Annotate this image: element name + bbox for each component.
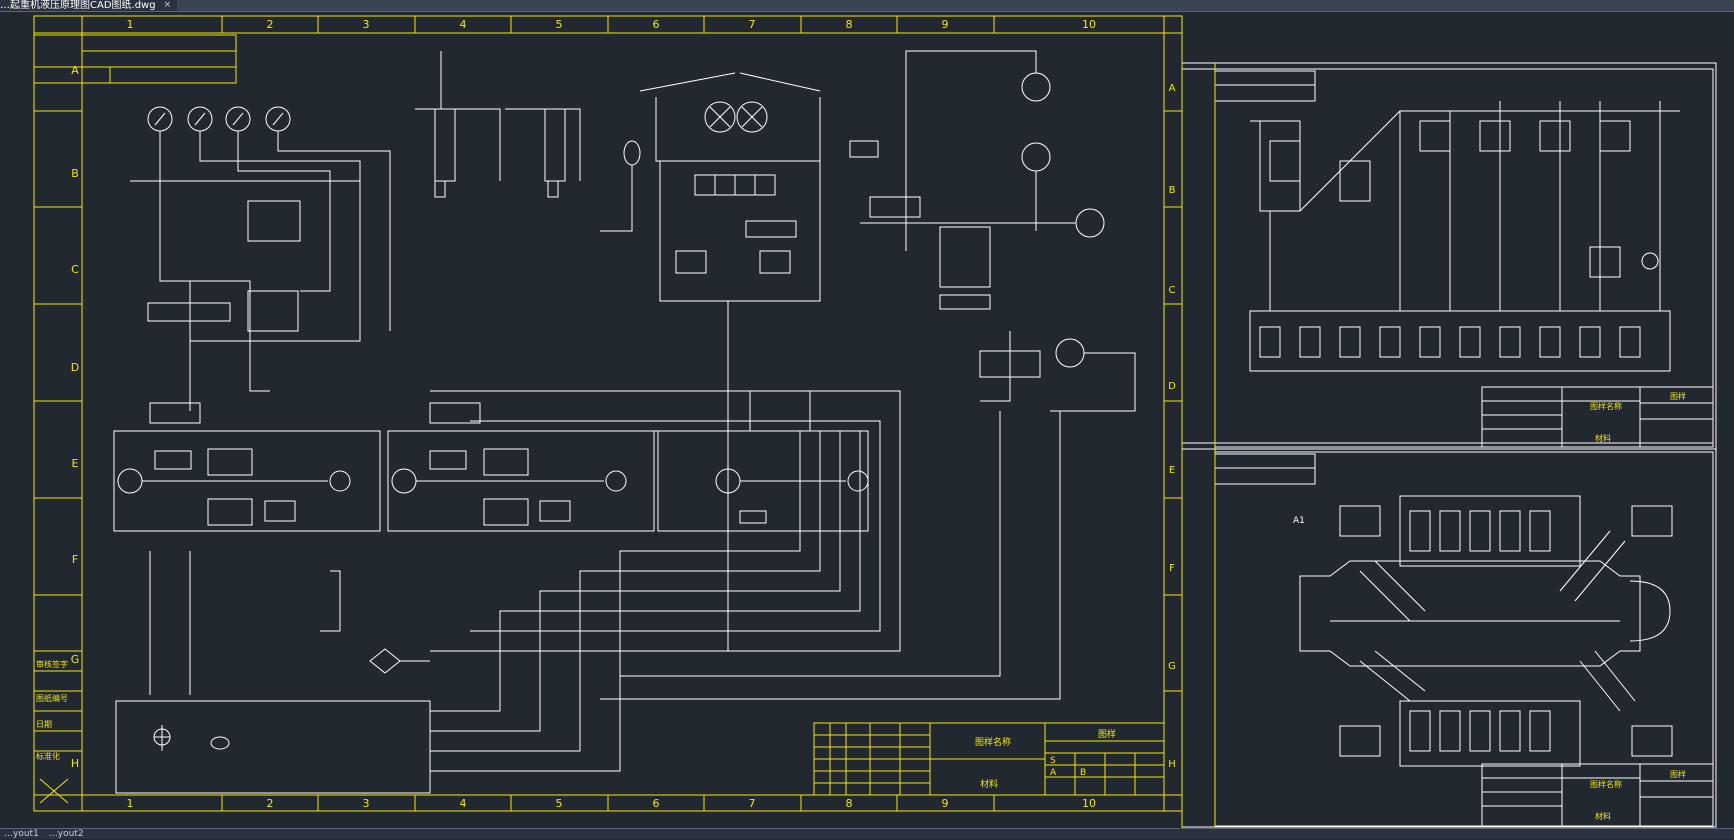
- tank-rectangle: [115, 700, 431, 794]
- sheet-top-right-title: 图样名称 材料 图样: [1590, 391, 1686, 443]
- sheet-bottom-right-frame: [1181, 449, 1216, 827]
- col-label: 9: [942, 18, 949, 31]
- col-label: 6: [653, 18, 660, 31]
- col-label: 10: [1082, 797, 1096, 810]
- title-code: 图样: [1670, 391, 1686, 401]
- col-label: 5: [556, 797, 563, 810]
- row-label: C: [1169, 285, 1176, 296]
- title-name: 图样名称: [1590, 401, 1622, 411]
- title-code: 图样: [1098, 728, 1116, 740]
- main-sheet-frame: [33, 15, 1183, 812]
- col-label: 8: [846, 797, 853, 810]
- layout-tab[interactable]: …yout2: [48, 829, 84, 839]
- sheet-bottom-right: [1181, 448, 1717, 828]
- row-label: G: [71, 653, 80, 666]
- col-label: 3: [363, 797, 370, 810]
- sheet-bottom-right-labels: A1: [1293, 516, 1305, 526]
- strip-label: 日期: [36, 720, 52, 729]
- col-label: 7: [749, 18, 756, 31]
- row-label: A: [71, 64, 79, 77]
- row-label: B: [1169, 185, 1176, 196]
- drawing-canvas[interactable]: 1 2 3 4 5 6 7 8 9 10 1 2 3 4 5 6 7 8 9 1…: [0, 11, 1734, 828]
- title-drawing-name: 图样名称: [975, 736, 1011, 748]
- row-label: D: [71, 361, 79, 374]
- strip-label: 标准化: [36, 751, 60, 761]
- col-label: 1: [127, 797, 134, 810]
- title-mark: S: [1050, 756, 1056, 766]
- layout-tab-bar: …yout1 …yout2: [0, 828, 1734, 839]
- row-dividers: [34, 110, 1182, 692]
- title-block-text: 图样名称 材料 图样 S A B: [975, 728, 1116, 790]
- sheet-bottom-right-rows: E F G H: [1168, 465, 1176, 770]
- row-label: B: [71, 167, 79, 180]
- col-label: 2: [267, 797, 274, 810]
- sheet-top-right-rows: A B C D: [1168, 83, 1176, 392]
- close-tab-icon[interactable]: ×: [163, 0, 172, 10]
- title-bar: …起重机液压原理图CAD图纸.dwg ×: [0, 0, 1734, 12]
- strip-label: 图纸编号: [36, 693, 68, 703]
- col-label: 3: [363, 18, 370, 31]
- col-label: 4: [460, 797, 467, 810]
- main-grid-labels: 1 2 3 4 5 6 7 8 9 10 1 2 3 4 5 6 7 8 9 1…: [71, 18, 1096, 810]
- column-dividers: [221, 16, 995, 811]
- layout-tab[interactable]: …yout1: [4, 829, 39, 839]
- sheet-bottom-right-title: 图样名称 材料 图样: [1590, 769, 1686, 821]
- col-label: 4: [460, 18, 467, 31]
- col-label: 8: [846, 18, 853, 31]
- title-material: 材料: [1595, 811, 1611, 821]
- hydraulic-schematic: [113, 50, 1136, 794]
- strip-label: 审核签字: [36, 659, 68, 669]
- document-tab[interactable]: …起重机液压原理图CAD图纸.dwg ×: [0, 0, 178, 11]
- row-label: E: [1169, 465, 1175, 476]
- document-tab-label: …起重机液压原理图CAD图纸.dwg: [0, 0, 156, 11]
- sheet-top-right-frame: [1181, 63, 1216, 449]
- row-label: D: [1168, 381, 1176, 392]
- col-label: 10: [1082, 18, 1096, 31]
- left-strip-text: 审核签字 图纸编号 日期 标准化: [36, 659, 68, 761]
- row-label: E: [72, 457, 79, 470]
- row-label: G: [1168, 661, 1176, 672]
- title-mark: A: [1050, 768, 1057, 778]
- title-code: 图样: [1670, 769, 1686, 779]
- row-label: H: [71, 757, 79, 770]
- col-label: 7: [749, 797, 756, 810]
- row-label: A: [1169, 83, 1176, 94]
- title-block-frame: [813, 722, 1165, 796]
- title-name: 图样名称: [1590, 779, 1622, 789]
- row-label: C: [71, 263, 79, 276]
- title-material: 材料: [1595, 433, 1611, 443]
- title-mark: B: [1080, 768, 1086, 778]
- col-label: 2: [267, 18, 274, 31]
- row-label: F: [1169, 563, 1175, 574]
- col-label: 5: [556, 18, 563, 31]
- pressure-gauge-icon: [147, 106, 291, 132]
- row-label: F: [72, 553, 78, 566]
- sheet-top-right: [1181, 62, 1717, 450]
- row-label: H: [1168, 759, 1176, 770]
- col-label: 1: [127, 18, 134, 31]
- label-a1: A1: [1293, 516, 1305, 526]
- title-material: 材料: [980, 778, 998, 790]
- col-label: 9: [942, 797, 949, 810]
- col-label: 6: [653, 797, 660, 810]
